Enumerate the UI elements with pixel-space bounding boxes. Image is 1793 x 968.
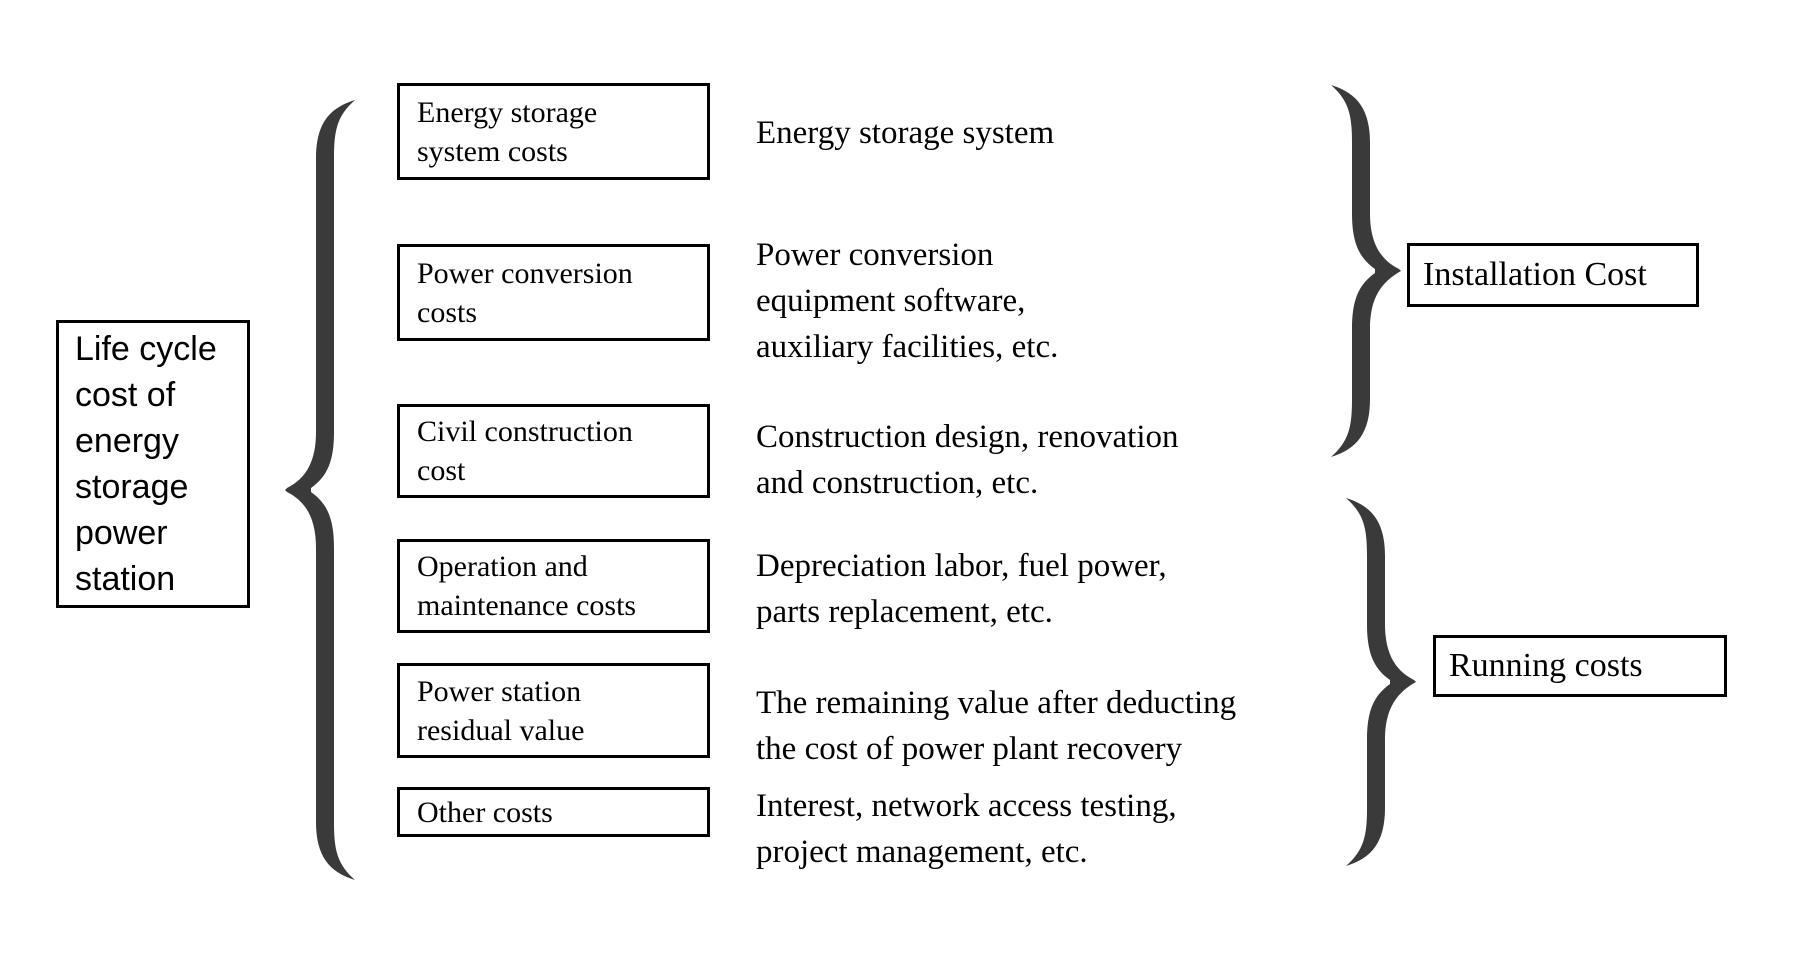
installation-cost-label-box: Installation Cost <box>1407 243 1699 307</box>
node-description-other-costs: Interest, network access testing, projec… <box>756 788 1177 870</box>
cost-node-box-energy-storage: Energy storage system costs <box>397 83 710 180</box>
running-costs-label-box: Running costs <box>1433 635 1727 697</box>
node-description-operation-maintenance: Depreciation labor, fuel power, parts re… <box>756 548 1167 630</box>
node-description-energy-storage: Energy storage system <box>756 115 1055 151</box>
root-node-box: Life cycle cost of energy storage power … <box>56 320 250 608</box>
running-costs-curly-brace <box>1346 498 1416 866</box>
cost-node-box-civil-construction: Civil construction cost <box>397 404 710 498</box>
cost-node-box-operation-maintenance: Operation and maintenance costs <box>397 539 710 633</box>
node-description-power-conversion: Power conversion equipment software, aux… <box>756 237 1059 365</box>
installation-cost-curly-brace <box>1331 85 1401 457</box>
cost-node-box-other-costs: Other costs <box>397 787 710 837</box>
cost-node-box-power-conversion: Power conversion costs <box>397 244 710 341</box>
left-curly-brace <box>285 100 355 880</box>
cost-node-box-residual-value: Power station residual value <box>397 663 710 758</box>
node-description-civil-construction: Construction design, renovation and cons… <box>756 419 1179 501</box>
node-description-residual-value: The remaining value after deducting the … <box>756 685 1237 767</box>
